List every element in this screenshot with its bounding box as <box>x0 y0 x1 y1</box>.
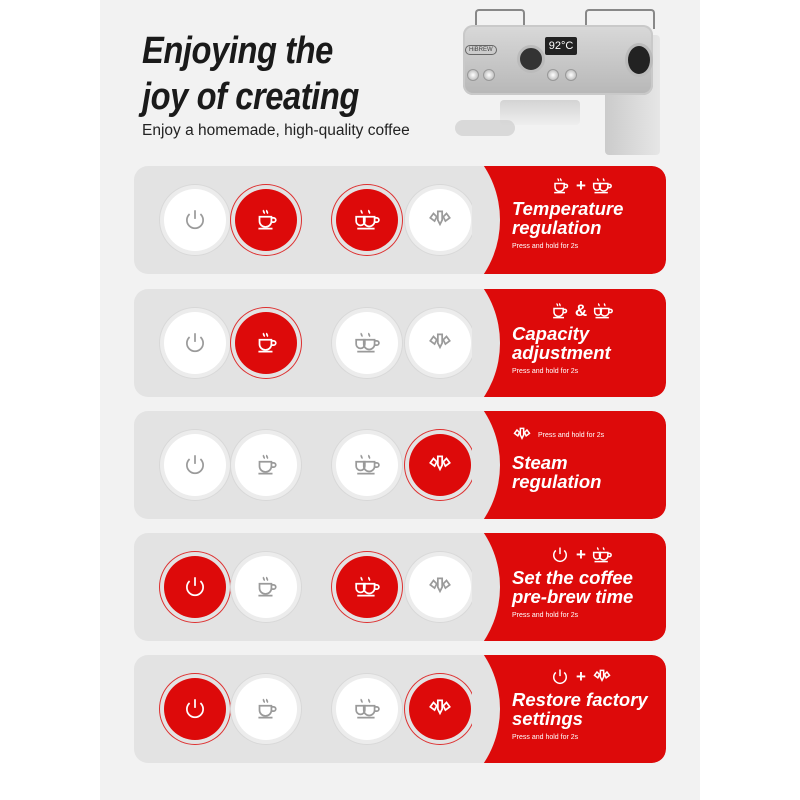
espresso-machine-image: HiBREW 92°C <box>455 5 665 155</box>
power-button[interactable] <box>164 556 226 618</box>
joiner: + <box>576 667 586 686</box>
power-icon <box>182 696 208 722</box>
double-icon <box>592 176 612 196</box>
single-button[interactable] <box>235 556 297 618</box>
steam-button[interactable] <box>409 678 471 740</box>
double-button[interactable] <box>336 434 398 496</box>
steam-icon <box>512 425 532 445</box>
hold-hint: Press and hold for 2s <box>538 431 605 439</box>
double-icon <box>354 696 380 722</box>
single-icon <box>253 207 279 233</box>
subtitle: Enjoy a homemade, high-quality coffee <box>142 122 410 139</box>
double-button[interactable] <box>336 189 398 251</box>
machine-brand: HiBREW <box>465 45 497 55</box>
steam-icon <box>427 696 453 722</box>
power-icon <box>182 207 208 233</box>
single-button[interactable] <box>235 678 297 740</box>
power-button[interactable] <box>164 434 226 496</box>
button-combo: + <box>502 667 660 687</box>
double-button[interactable] <box>336 678 398 740</box>
double-icon <box>593 301 613 321</box>
double-icon <box>354 574 380 600</box>
single-icon <box>253 574 279 600</box>
steam-icon <box>427 574 453 600</box>
hold-hint: Press and hold for 2s <box>512 368 579 375</box>
power-button[interactable] <box>164 678 226 740</box>
button-combo: & <box>502 301 660 321</box>
double-button[interactable] <box>336 556 398 618</box>
hold-hint: Press and hold for 2s <box>512 243 579 250</box>
double-icon <box>354 330 380 356</box>
power-icon <box>182 330 208 356</box>
power-icon <box>550 667 570 687</box>
button-combo: + <box>502 176 660 196</box>
single-icon <box>253 696 279 722</box>
single-icon <box>550 176 570 196</box>
power-button[interactable] <box>164 189 226 251</box>
joiner: + <box>576 176 586 195</box>
button-combo: Press and hold for 2s <box>512 425 660 445</box>
single-button[interactable] <box>235 312 297 374</box>
power-icon <box>182 452 208 478</box>
hold-hint: Press and hold for 2s <box>512 734 579 741</box>
steam-button[interactable] <box>409 189 471 251</box>
double-button[interactable] <box>336 312 398 374</box>
joiner: & <box>574 301 588 320</box>
single-icon <box>253 330 279 356</box>
machine-display: 92°C <box>545 37 577 55</box>
steam-icon <box>427 207 453 233</box>
power-button[interactable] <box>164 312 226 374</box>
double-icon <box>354 207 380 233</box>
power-icon <box>550 545 570 565</box>
hold-hint: Press and hold for 2s <box>512 612 579 619</box>
steam-button[interactable] <box>409 312 471 374</box>
steam-icon <box>427 452 453 478</box>
steam-button[interactable] <box>409 434 471 496</box>
steam-icon <box>592 667 612 687</box>
power-icon <box>182 574 208 600</box>
joiner: + <box>576 545 586 564</box>
single-button[interactable] <box>235 189 297 251</box>
steam-button[interactable] <box>409 556 471 618</box>
double-icon <box>354 452 380 478</box>
steam-icon <box>427 330 453 356</box>
single-icon <box>549 301 569 321</box>
single-icon <box>253 452 279 478</box>
double-icon <box>592 545 612 565</box>
single-button[interactable] <box>235 434 297 496</box>
button-combo: + <box>502 545 660 565</box>
